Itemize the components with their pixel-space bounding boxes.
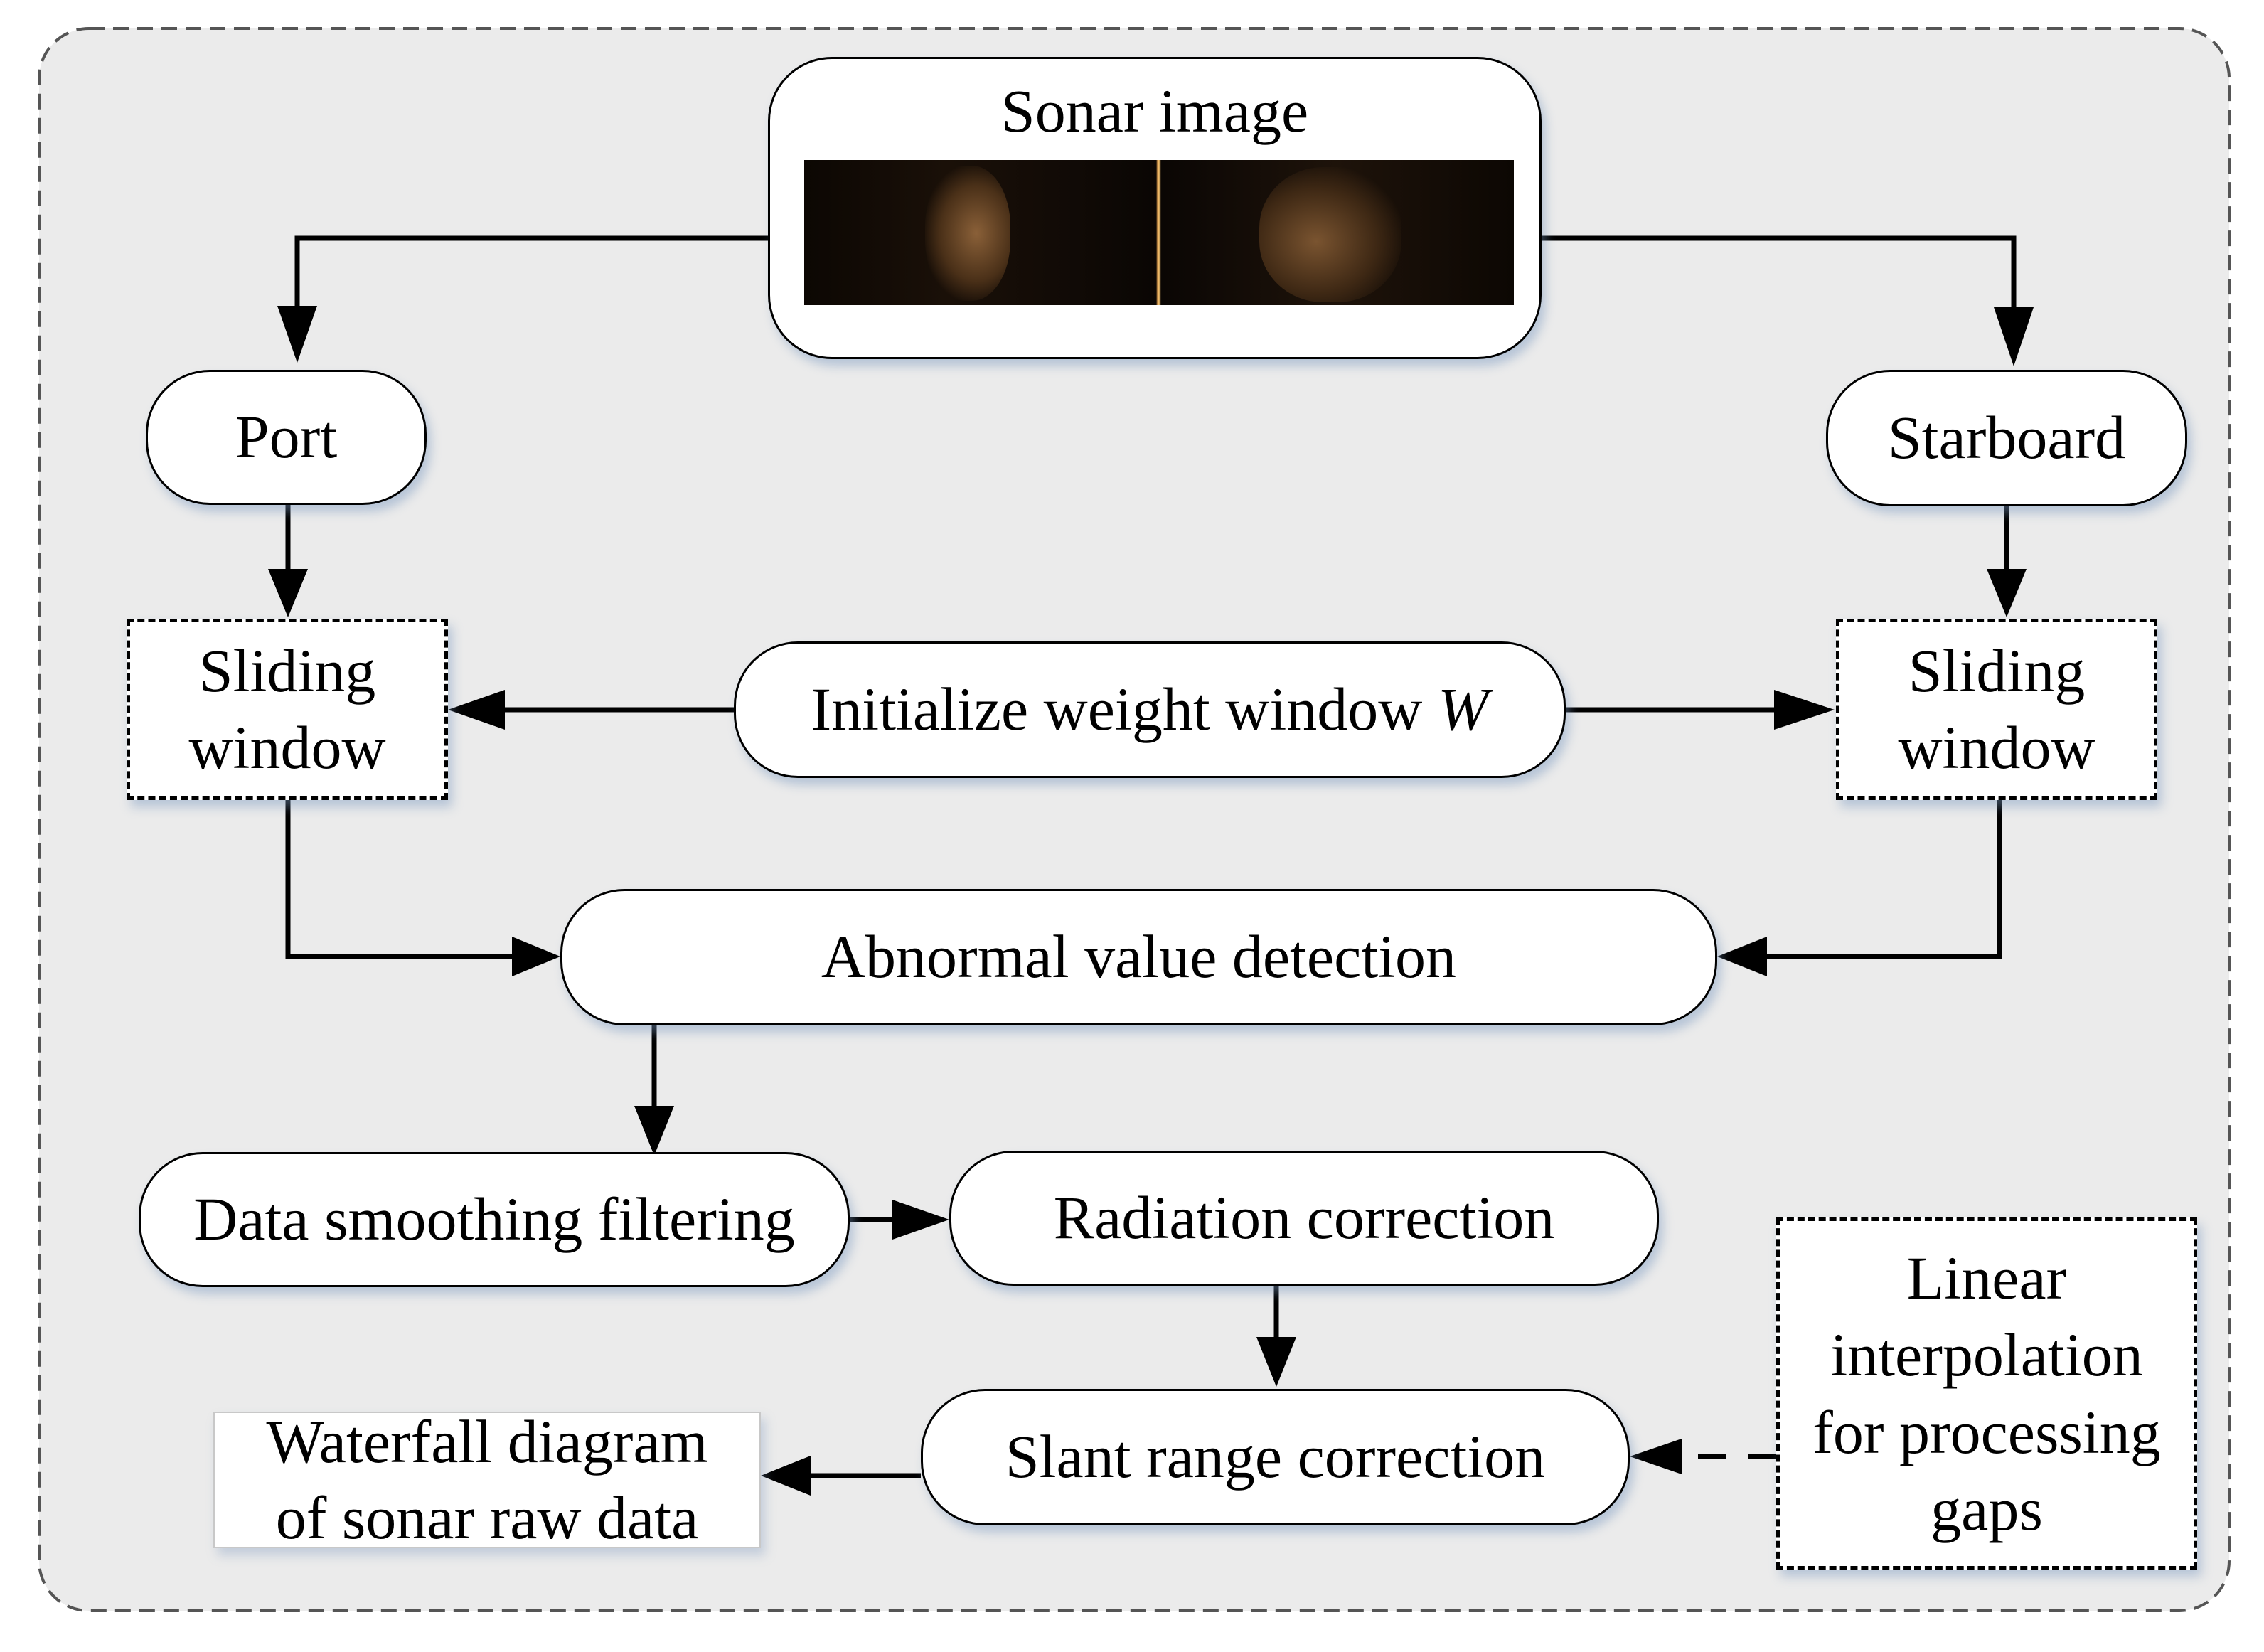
initialize-weight-window-node: Initialize weight window W	[734, 641, 1566, 778]
sliding-window-right-node: Sliding window	[1836, 619, 2157, 800]
edge-sonar-to-port	[294, 235, 768, 324]
starboard-node: Starboard	[1826, 370, 2187, 506]
initialize-weight-window-label: Initialize weight window W	[811, 671, 1489, 748]
port-seabed-texture	[925, 166, 1010, 301]
edge-sonar-to-starboard	[1542, 235, 2017, 326]
initialize-weight-window-text: Initialize weight window	[811, 675, 1438, 744]
arrowhead-starboard	[1994, 307, 2034, 366]
waterfall-diagram-node: Waterfall diagram of sonar raw data	[213, 1407, 761, 1552]
edge-sliding-right-to-abnormal	[1760, 800, 2002, 959]
data-smoothing-filtering-label: Data smoothing filtering	[193, 1185, 795, 1254]
sonar-image-node: Sonar image	[768, 57, 1542, 359]
edges	[268, 235, 2034, 1496]
arrowhead-sliding-left	[268, 569, 308, 617]
abnormal-value-detection-label: Abnormal value detection	[821, 922, 1457, 991]
slant-range-correction-label: Slant range correction	[1005, 1422, 1546, 1491]
edge-sliding-left-to-abnormal	[285, 800, 519, 959]
sonar-image-label: Sonar image	[1000, 77, 1309, 145]
weight-window-symbol: W	[1437, 675, 1489, 744]
radiation-correction-node: Radiation correction	[949, 1151, 1659, 1286]
arrowhead-slant-right	[1630, 1439, 1682, 1474]
arrowhead-port	[277, 306, 317, 363]
arrowhead-abnormal-left	[512, 937, 560, 976]
arrowhead-abnormal-right	[1717, 937, 1767, 976]
linear-interpolation-node: Linear interpolation for processing gaps	[1776, 1217, 2197, 1570]
arrowhead-init-left	[448, 690, 505, 730]
arrowhead-waterfall	[761, 1456, 811, 1496]
waterfall-diagram-label: Waterfall diagram of sonar raw data	[266, 1407, 708, 1552]
starboard-seabed-texture	[1259, 167, 1401, 302]
slant-range-correction-node: Slant range correction	[921, 1389, 1630, 1525]
sliding-window-left-label: Sliding window	[188, 636, 386, 782]
sliding-window-right-label: Sliding window	[1898, 636, 2095, 782]
port-node: Port	[146, 370, 427, 505]
linear-interpolation-label: Linear interpolation for processing gaps	[1812, 1243, 2161, 1543]
arrowhead-init-right	[1774, 690, 1835, 730]
radiation-correction-label: Radiation correction	[1053, 1183, 1555, 1252]
arrowhead-radiation	[892, 1200, 949, 1240]
arrowhead-smoothing	[634, 1106, 674, 1156]
sonar-scan-thumbnail-icon	[804, 160, 1514, 305]
sliding-window-left-node: Sliding window	[127, 619, 448, 800]
arrowhead-sliding-right	[1987, 569, 2027, 617]
port-label: Port	[235, 403, 338, 471]
starboard-label: Starboard	[1887, 403, 2126, 472]
arrowhead-slant	[1256, 1337, 1296, 1387]
abnormal-value-detection-node: Abnormal value detection	[560, 889, 1717, 1025]
data-smoothing-filtering-node: Data smoothing filtering	[139, 1152, 850, 1287]
